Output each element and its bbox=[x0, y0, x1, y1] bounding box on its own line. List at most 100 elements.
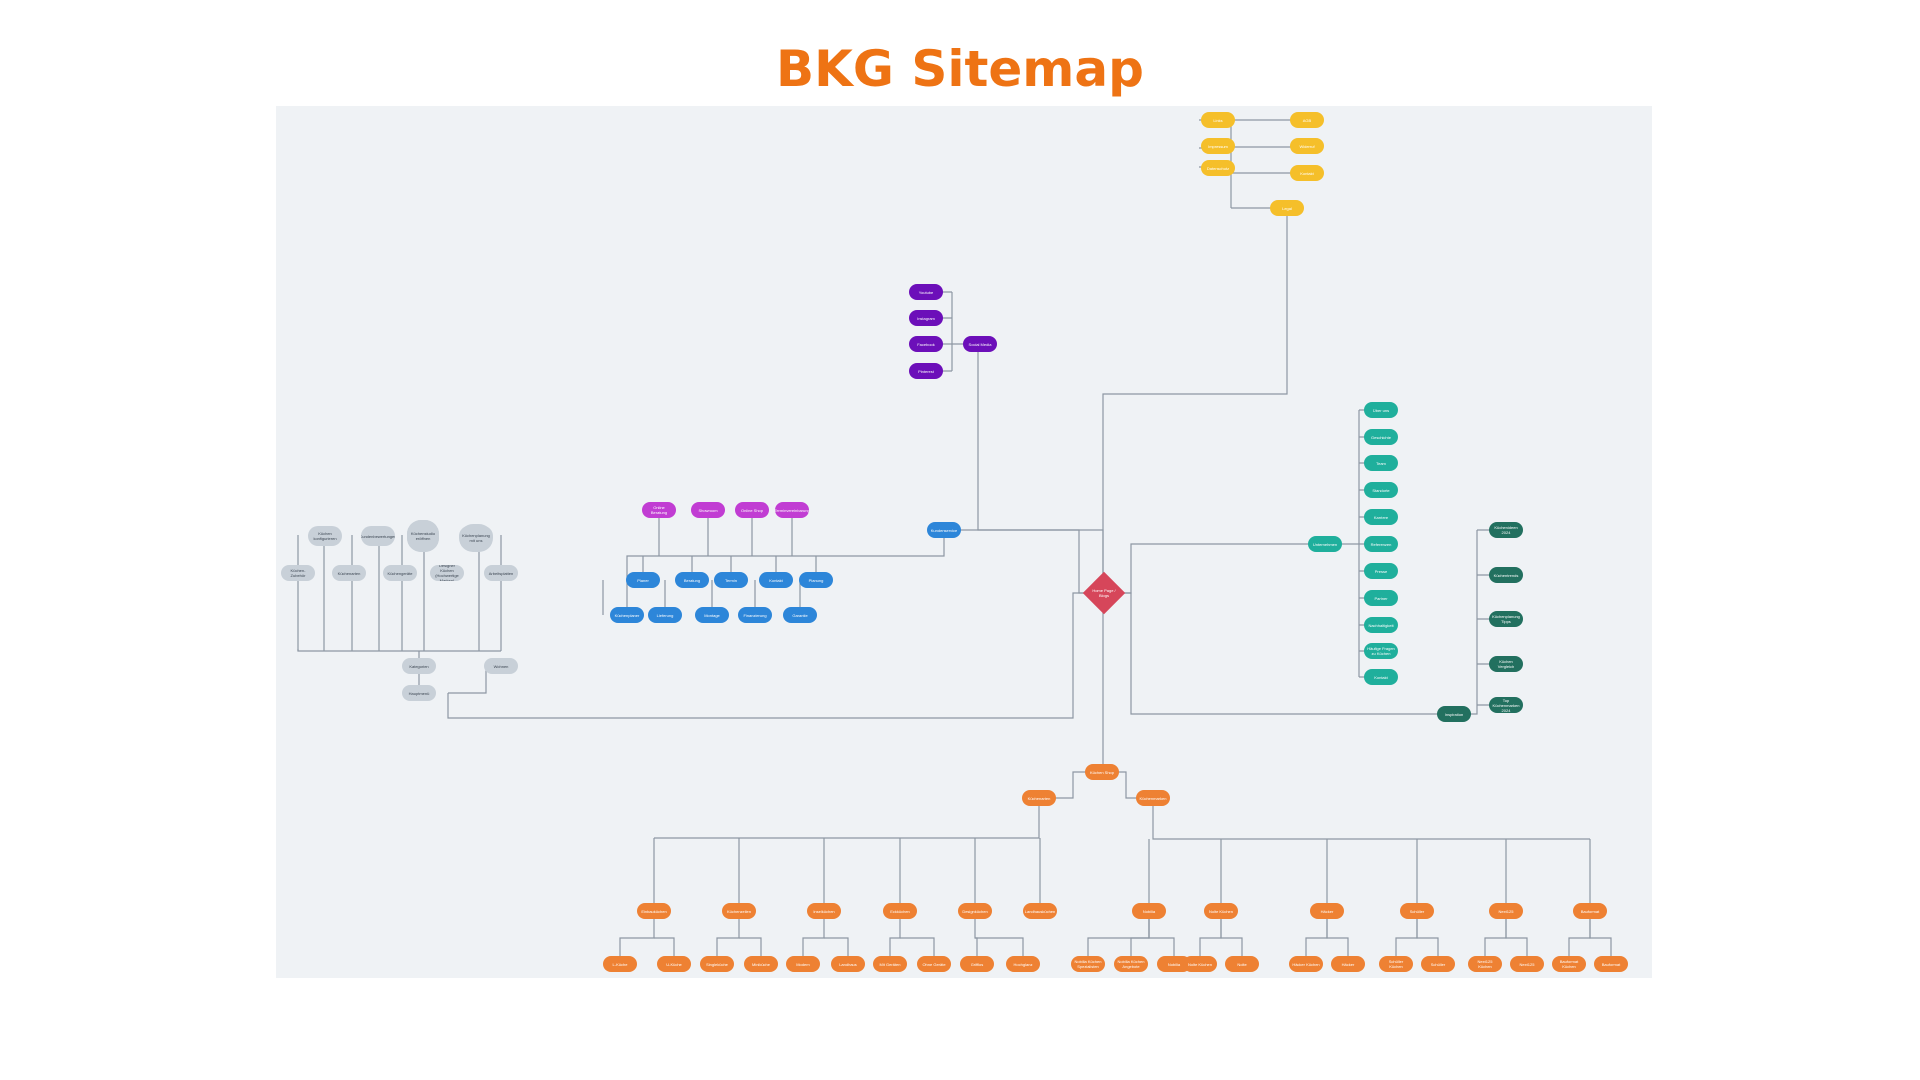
products-left-child-node[interactable]: Hochglanz bbox=[1006, 956, 1040, 972]
products-left-group-node[interactable]: Küchenzeilen bbox=[722, 903, 756, 919]
features-item-node[interactable]: Karriere bbox=[1364, 509, 1398, 525]
features-item-node[interactable]: Partner bbox=[1364, 590, 1398, 606]
products-left-group-node[interactable]: Einbauküchen bbox=[637, 903, 671, 919]
service-row2-node[interactable]: Montage bbox=[695, 607, 729, 623]
products-right-child-node[interactable]: Bauformat Küchen bbox=[1552, 956, 1586, 972]
connector-line bbox=[1416, 919, 1439, 964]
features-item-node[interactable]: Referenzen bbox=[1364, 536, 1398, 552]
menu-mid-node[interactable]: Küchenarten bbox=[332, 565, 366, 581]
features-item-node[interactable]: Häufige Fragen zu Küchen bbox=[1364, 643, 1398, 659]
inspiration-item-node[interactable]: Küchenplanung Tipps bbox=[1489, 611, 1523, 627]
social-hub-node[interactable]: Social Media bbox=[963, 336, 997, 352]
legal-item-node[interactable]: Kontakt bbox=[1290, 165, 1324, 181]
legal-item-node[interactable]: Widerruf bbox=[1290, 138, 1324, 154]
service-row1-node[interactable]: Kontakt bbox=[759, 572, 793, 588]
products-left-child-node[interactable]: Grifflos bbox=[960, 956, 994, 972]
service-tag-node[interactable]: Showroom bbox=[691, 502, 725, 518]
social-item-node[interactable]: Instagram bbox=[909, 310, 943, 326]
legal-item-node[interactable]: Links bbox=[1201, 112, 1235, 128]
features-item-node[interactable]: Über uns bbox=[1364, 402, 1398, 418]
service-row1-node[interactable]: Planer bbox=[626, 572, 660, 588]
products-left-group-node[interactable]: Landhausküchen bbox=[1023, 903, 1057, 919]
menu-mid-node[interactable]: Arbeitsplatten bbox=[484, 565, 518, 581]
inspiration-item-node[interactable]: Küchenideen 2024 bbox=[1489, 522, 1523, 538]
service-hub-node[interactable]: Kundenservice bbox=[927, 522, 961, 538]
products-right-group-node[interactable]: Nobilia bbox=[1132, 903, 1166, 919]
menu-mid-node[interactable]: Küchen-Zubehör bbox=[281, 565, 315, 581]
features-item-node[interactable]: Team bbox=[1364, 455, 1398, 471]
menu-side-node[interactable]: Kategorien bbox=[402, 658, 436, 674]
menu-mid-node[interactable]: Designer Küchen (Hochwertige Marken) bbox=[430, 565, 464, 581]
social-item-node[interactable]: Facebook bbox=[909, 336, 943, 352]
service-row2-node[interactable]: Lieferung bbox=[648, 607, 682, 623]
products-left-group-node[interactable]: Eckküchen bbox=[883, 903, 917, 919]
service-row1-node[interactable]: Termin bbox=[714, 572, 748, 588]
menu-top-node[interactable]: Küchenplanung mit uns bbox=[459, 524, 493, 552]
products-right-child-node[interactable]: Häcker bbox=[1331, 956, 1365, 972]
features-hub-node[interactable]: Unternehmen bbox=[1308, 536, 1342, 552]
service-row2-node[interactable]: Küchenplaner bbox=[610, 607, 644, 623]
inspiration-item-node[interactable]: Top Küchenmarken 2024 bbox=[1489, 697, 1523, 713]
products-right-group-node[interactable]: Bauformat bbox=[1573, 903, 1607, 919]
products-hub-node[interactable]: Küchen Shop bbox=[1085, 764, 1119, 780]
menu-mid-node[interactable]: Küchengeräte bbox=[383, 565, 417, 581]
products-left-group-node[interactable]: Inselküchen bbox=[807, 903, 841, 919]
products-right-child-node[interactable]: Bauformat bbox=[1594, 956, 1628, 972]
features-item-node[interactable]: Presse bbox=[1364, 563, 1398, 579]
inspiration-item-node[interactable]: Küchen Vergleich bbox=[1489, 656, 1523, 672]
legal-item-node[interactable]: Impressum bbox=[1201, 138, 1235, 154]
products-left-child-node[interactable]: Mit Geräten bbox=[873, 956, 907, 972]
products-right-group-node[interactable]: Nolte Küchen bbox=[1204, 903, 1238, 919]
products-left-hub-node[interactable]: Küchenarten bbox=[1022, 790, 1056, 806]
products-left-child-node[interactable]: L-Küche bbox=[603, 956, 637, 972]
products-right-child-node[interactable]: Häcker Küchen bbox=[1289, 956, 1323, 972]
products-left-child-node[interactable]: Landhaus bbox=[831, 956, 865, 972]
products-right-child-node[interactable]: Nolte Küchen bbox=[1183, 956, 1217, 972]
features-item-node[interactable]: Kontakt bbox=[1364, 669, 1398, 685]
service-tag-node[interactable]: Terminvereinbarung bbox=[775, 502, 809, 518]
service-row2-node[interactable]: Finanzierung bbox=[738, 607, 772, 623]
service-tag-node[interactable]: Online Beratung bbox=[642, 502, 676, 518]
products-left-child-node[interactable]: Modern bbox=[786, 956, 820, 972]
products-right-hub-node[interactable]: Küchenmarken bbox=[1136, 790, 1170, 806]
products-right-child-node[interactable]: Nolte bbox=[1225, 956, 1259, 972]
menu-top-node[interactable]: Kundenbewertungen bbox=[361, 526, 395, 546]
legal-hub-node[interactable]: Legal bbox=[1270, 200, 1304, 216]
products-right-child-node[interactable]: Schüller Küchen bbox=[1379, 956, 1413, 972]
service-row1-node[interactable]: Planung bbox=[799, 572, 833, 588]
features-item-node[interactable]: Geschichte bbox=[1364, 429, 1398, 445]
products-right-child-node[interactable]: Next125 bbox=[1510, 956, 1544, 972]
home-page-node[interactable]: Home Page / Blogs bbox=[1082, 571, 1126, 615]
menu-top-node[interactable]: Küchenstudio eröffnen bbox=[407, 520, 439, 552]
menu-hub-node[interactable]: Hauptmenü bbox=[402, 685, 436, 701]
features-item-node[interactable]: Standorte bbox=[1364, 482, 1398, 498]
products-right-group-node[interactable]: Häcker bbox=[1310, 903, 1344, 919]
legal-item-node[interactable]: AGB bbox=[1290, 112, 1324, 128]
products-right-child-node[interactable]: Nobilia Küchen Angebote bbox=[1114, 956, 1148, 972]
products-right-child-node[interactable]: Next125 Küchen bbox=[1468, 956, 1502, 972]
inspiration-item-node[interactable]: Küchentrends bbox=[1489, 567, 1523, 583]
products-left-child-node[interactable]: Singleküche bbox=[700, 956, 734, 972]
social-item-node[interactable]: Youtube bbox=[909, 284, 943, 300]
products-right-child-node[interactable]: Schüller bbox=[1421, 956, 1455, 972]
inspiration-hub-node[interactable]: Inspiration bbox=[1437, 706, 1471, 722]
products-left-child-node[interactable]: Miniküche bbox=[744, 956, 778, 972]
service-row2-node[interactable]: Garantie bbox=[783, 607, 817, 623]
menu-top-node[interactable]: Küchen konfigurieren bbox=[308, 526, 342, 546]
legal-item-node[interactable]: Datenschutz bbox=[1201, 160, 1235, 176]
products-right-child-node[interactable]: Nobilia Küchen Spezialisten bbox=[1071, 956, 1105, 972]
home-to-service-line bbox=[944, 529, 1092, 594]
products-right-group-node[interactable]: Schüller bbox=[1400, 903, 1434, 919]
service-row1-node[interactable]: Beratung bbox=[675, 572, 709, 588]
products-right-child-node[interactable]: Nobilia bbox=[1157, 956, 1191, 972]
products-left-child-node[interactable]: Ohne Geräte bbox=[917, 956, 951, 972]
products-right-group-node[interactable]: Next125 bbox=[1489, 903, 1523, 919]
products-left-group-node[interactable]: Designküchen bbox=[958, 903, 992, 919]
social-item-node[interactable]: Pinterest bbox=[909, 363, 943, 379]
products-left-bus bbox=[654, 798, 1040, 839]
features-item-node[interactable]: Nachhaltigkeit bbox=[1364, 617, 1398, 633]
products-left-child-node[interactable]: U-Küche bbox=[657, 956, 691, 972]
connector-line bbox=[448, 666, 487, 694]
service-tag-node[interactable]: Online Shop bbox=[735, 502, 769, 518]
menu-side-node[interactable]: Wohnen bbox=[484, 658, 518, 674]
